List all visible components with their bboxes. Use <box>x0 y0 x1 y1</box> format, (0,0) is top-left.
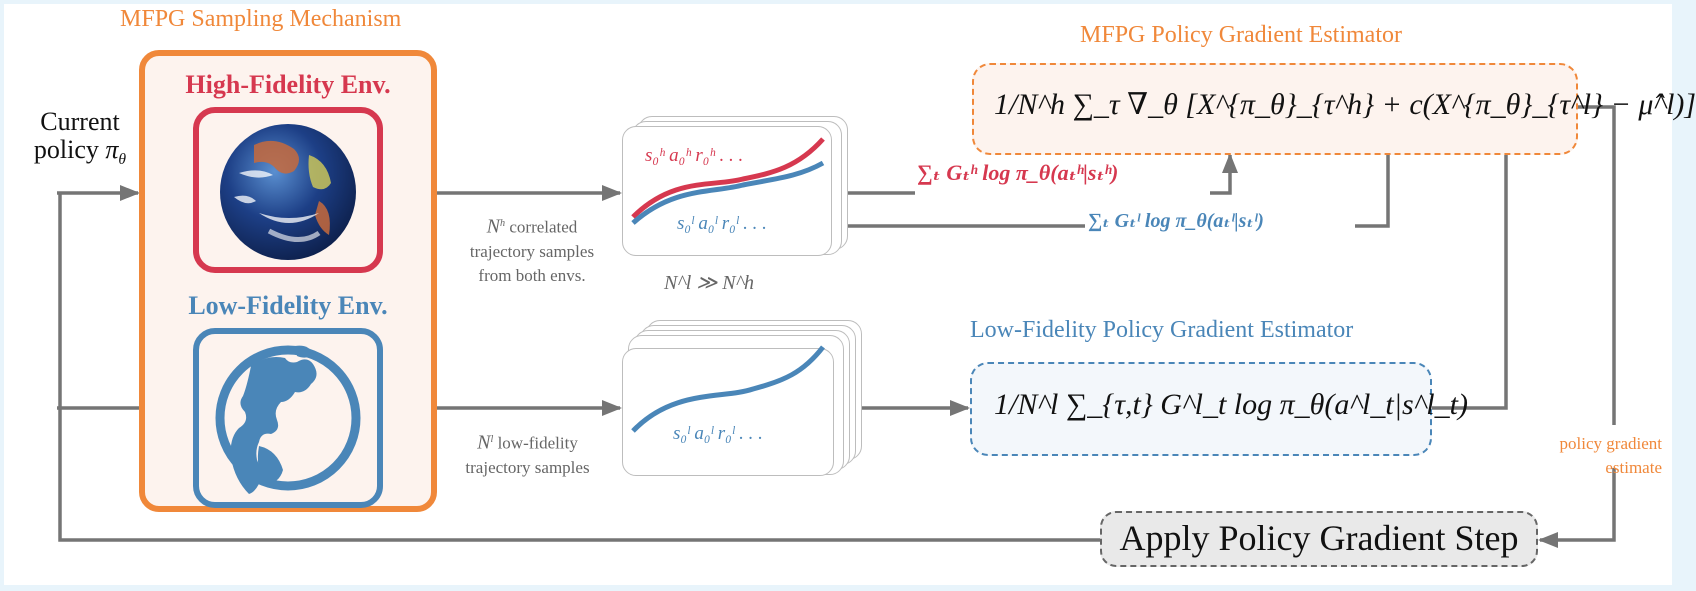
current-policy-line2: policy πθ <box>33 135 127 169</box>
low-fidelity-env-title: Low-Fidelity Env. <box>188 291 388 320</box>
feedback-loop-line <box>58 193 1538 542</box>
mfpg-estimator-box[interactable]: 1/N^h ∑_τ ∇_θ [X^{π_θ}_{τ^h} + c(X^{π_θ}… <box>972 63 1696 155</box>
sampling-mechanism-title: MFPG Sampling Mechanism <box>120 6 402 32</box>
high-fidelity-env-box[interactable] <box>193 107 383 273</box>
mfpg-estimator-formula: 1/N^h ∑_τ ∇_θ [X^{π_θ}_{τ^h} + c(X^{π_θ}… <box>994 88 1696 121</box>
lowfi-trajectory-sequence: s₀ˡ a₀ˡ r₀ˡ . . . <box>673 423 763 444</box>
high-fidelity-env-title: High-Fidelity Env. <box>185 70 391 99</box>
current-policy-label: Current policy πθ <box>20 108 140 174</box>
estimate-to-apply <box>1538 468 1616 548</box>
high-term-to-estimator <box>1210 153 1238 195</box>
lowfi-estimator-title: Low-Fidelity Policy Gradient Estimator <box>970 317 1354 343</box>
lowfi-trajectory-card[interactable]: s₀ˡ a₀ˡ r₀ˡ . . . <box>622 345 834 476</box>
high-gradient-term: ∑ₜ Gₜʰ log π_θ(aₜʰ|sₜʰ) <box>917 160 1119 185</box>
earth-photo-icon <box>220 124 356 260</box>
estimator-output-line <box>1578 105 1616 425</box>
correlated-trajectory-curves <box>631 137 825 225</box>
correlated-trajectory-card[interactable]: s₀ʰ a₀ʰ r₀ʰ . . . s₀ˡ a₀ˡ r₀ˡ . . . <box>622 126 832 256</box>
current-policy-line1: Current <box>40 107 120 136</box>
lowfi-estimator-box[interactable]: 1/N^l ∑_{τ,t} G^l_t log π_θ(a^l_t|s^l_t) <box>970 362 1468 456</box>
correlated-samples-label: Nh correlated trajectory samples from bo… <box>469 215 595 285</box>
lowfi-trajectory-curve <box>631 345 825 433</box>
lf-estimator-to-muhat <box>1432 112 1514 410</box>
lowfi-estimator-formula: 1/N^l ∑_{τ,t} G^l_t log π_θ(a^l_t|s^l_t) <box>994 388 1468 421</box>
mfpg-estimator-title: MFPG Policy Gradient Estimator <box>1080 22 1402 48</box>
low-trajectory-sequence: s₀ˡ a₀ˡ r₀ˡ . . . <box>677 213 767 234</box>
low-fidelity-env-box[interactable] <box>193 328 383 508</box>
low-gradient-term: ∑ₜ Gₜˡ log π_θ(aₜˡ|sₜˡ) <box>1088 210 1264 232</box>
sample-ratio-label: N^l ≫ N^h <box>664 272 755 294</box>
lowfi-samples-label: Nl low-fidelity trajectory samples <box>465 431 590 477</box>
apply-policy-gradient-step-box[interactable]: Apply Policy Gradient Step <box>1100 511 1538 567</box>
apply-policy-gradient-step-label: Apply Policy Gradient Step <box>1119 518 1519 558</box>
globe-americas-icon <box>215 345 361 494</box>
policy-gradient-estimate-label: policy gradient estimate <box>1559 434 1662 477</box>
high-trajectory-sequence: s₀ʰ a₀ʰ r₀ʰ . . . <box>645 145 744 166</box>
